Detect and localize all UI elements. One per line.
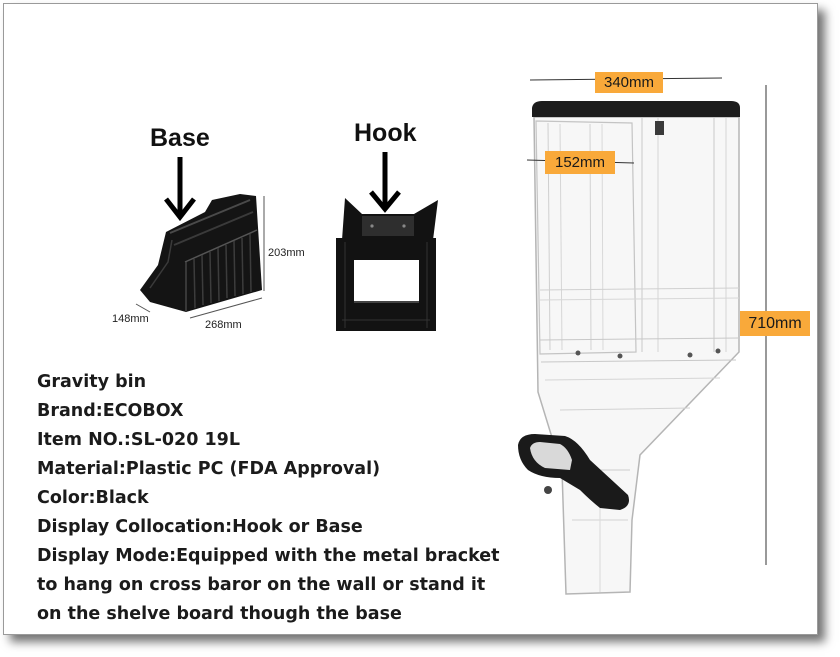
spec-color: Color:Black — [37, 488, 149, 508]
spec-display-mode-cont-2: on the shelve board though the base — [37, 604, 402, 624]
spec-item-number: Item NO.:SL-020 19L — [37, 430, 241, 450]
spec-display-collocation: Display Collocation:Hook or Base — [37, 517, 363, 537]
base-height-dimension: 203mm — [268, 247, 305, 259]
base-stand-image — [135, 194, 265, 319]
bin-depth-dimension: 152mm — [545, 151, 615, 174]
spec-brand: Brand:ECOBOX — [37, 401, 184, 421]
base-depth-dimension: 148mm — [112, 313, 149, 325]
gravity-bin-image — [518, 101, 740, 595]
spec-display-mode-cont-1: to hang on cross baror on the wall or st… — [37, 575, 486, 595]
base-label: Base — [150, 124, 210, 152]
base-width-dimension: 268mm — [205, 319, 242, 331]
bin-height-dimension: 710mm — [740, 311, 810, 336]
spec-material: Material:Plastic PC (FDA Approval) — [37, 459, 381, 479]
bin-width-dimension: 340mm — [595, 72, 663, 93]
base-down-arrow-icon — [164, 157, 196, 222]
spec-display-mode: Display Mode:Equipped with the metal bra… — [37, 546, 500, 566]
hook-down-arrow-icon — [369, 152, 401, 213]
product-specifications: Gravity bin Brand:ECOBOX Item NO.:SL-020… — [37, 368, 500, 629]
spec-product-name: Gravity bin — [37, 372, 147, 392]
hook-label: Hook — [354, 119, 417, 147]
hook-bracket-image — [336, 198, 438, 331]
